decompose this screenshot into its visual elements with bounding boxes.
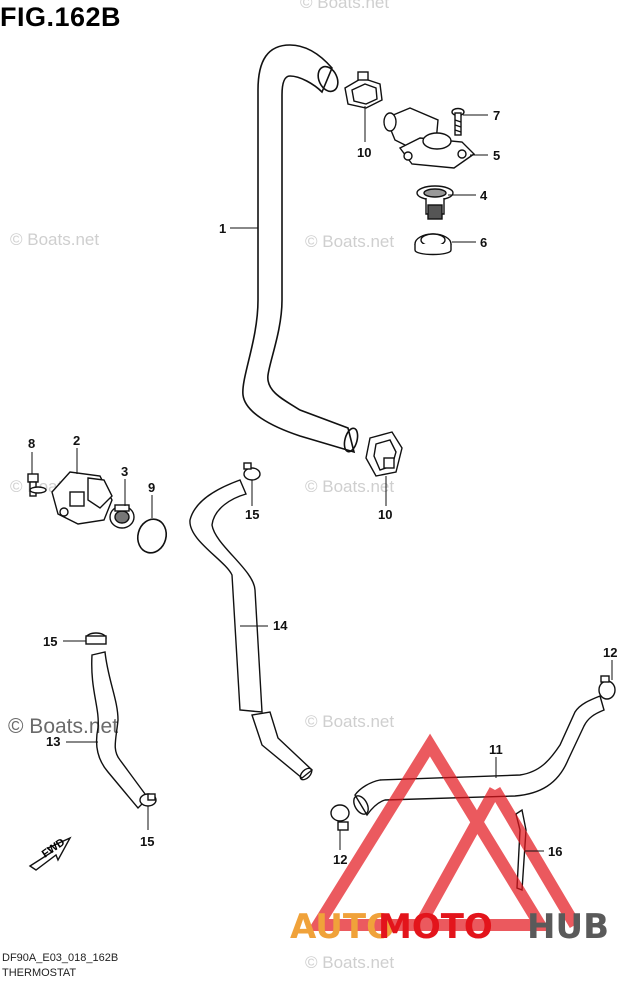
bolt-part-7 (451, 107, 465, 136)
watermark-dark: © Boats.net (8, 715, 118, 738)
thermostat-part-3 (109, 504, 135, 529)
seal-ring-part-6 (414, 233, 452, 256)
brand-logo-auto: AUTO (290, 907, 395, 947)
watermark: © Boats.net (305, 232, 394, 251)
watermark: © Boats.net (305, 953, 394, 972)
callout-7: 7 (493, 108, 500, 123)
thermostat-cover-part-5 (383, 107, 476, 169)
thermostat-part-4 (416, 185, 454, 220)
callout-12-right: 12 (603, 645, 617, 660)
callout-10-lower: 10 (378, 507, 392, 522)
brand-logo-moto: MOTO (378, 907, 493, 947)
o-ring-part-9 (136, 518, 168, 554)
brand-logo-text: AUTO MOTO HUB (290, 907, 609, 947)
hose-clamp-part-10-upper (344, 71, 383, 109)
callout-10-upper: 10 (357, 145, 371, 160)
brand-logo-hub: HUB (527, 907, 609, 947)
callout-9: 9 (148, 480, 155, 495)
hose-part-11 (353, 695, 605, 817)
callout-14: 14 (273, 618, 288, 633)
callout-5: 5 (493, 148, 500, 163)
hose-clamp-part-10-lower (365, 431, 403, 477)
callout-15-upper: 15 (245, 507, 259, 522)
callout-3: 3 (121, 464, 128, 479)
callout-1: 1 (219, 221, 226, 236)
figure-title: FIG.162B (0, 2, 122, 32)
callout-8: 8 (28, 436, 35, 451)
watermark: © Boats.net (300, 0, 389, 12)
model-code: DF90A_E03_018_162B (2, 952, 119, 964)
watermarks: © Boats.net © Boats.net © Boats.net © Bo… (8, 0, 394, 972)
hose-clamp-part-15-upper (243, 462, 261, 481)
bolt-part-8 (27, 473, 47, 497)
watermark-logo-triangles (307, 733, 581, 931)
hose-clamp-part-12-right (598, 675, 616, 700)
callout-4: 4 (480, 188, 488, 203)
section-name: THERMOSTAT (2, 967, 77, 979)
hose-clamp-part-12-left (330, 804, 350, 831)
hose-clamp-part-15-mid (85, 632, 107, 645)
hose-part-14 (189, 479, 314, 781)
watermark: © Boats.net (305, 477, 394, 496)
callout-13: 13 (46, 734, 60, 749)
hose-clamp-part-15-lower (139, 793, 157, 807)
fwd-arrow-icon: FWD (28, 836, 72, 871)
callout-15-lower: 15 (140, 834, 154, 849)
hose-part-1 (242, 44, 359, 454)
callout-11: 11 (489, 742, 503, 757)
callout-15-mid: 15 (43, 634, 57, 649)
callout-12-left: 12 (333, 852, 347, 867)
callout-6: 6 (480, 235, 487, 250)
watermark: © Boats.net (10, 230, 99, 249)
thermostat-housing-part-2 (51, 471, 113, 525)
callout-labels: 1 10 7 5 4 6 8 2 3 9 15 10 14 15 13 15 1… (28, 108, 617, 867)
leader-lines (31, 106, 613, 852)
callout-16: 16 (548, 844, 562, 859)
watermark: © Boats.net (305, 712, 394, 731)
callout-2: 2 (73, 433, 80, 448)
